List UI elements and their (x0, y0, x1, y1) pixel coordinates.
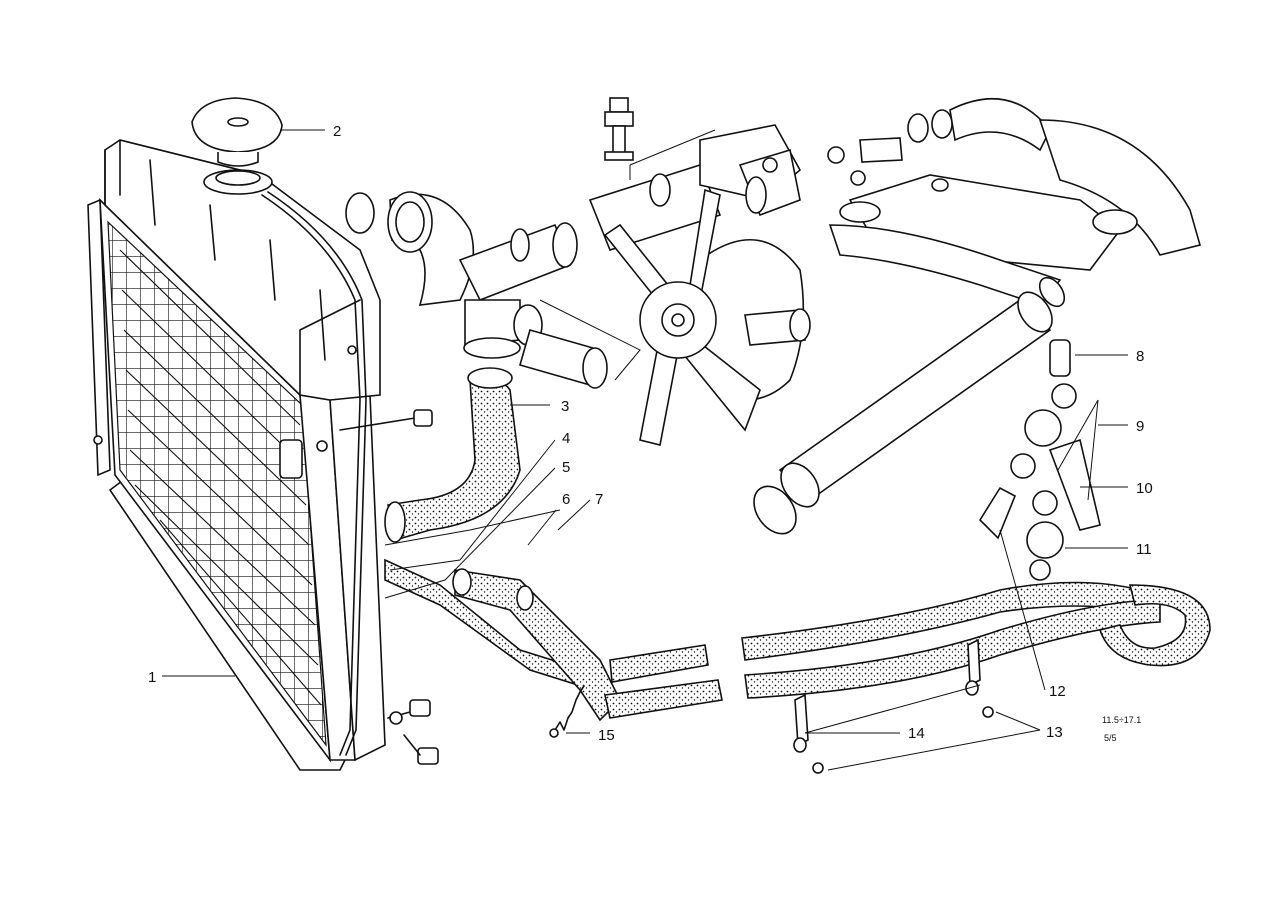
radiator-mounting-bolts (339, 409, 439, 765)
callout-3: 3 (561, 398, 569, 415)
radiator-cap (191, 97, 283, 167)
bypass-hose (753, 276, 1066, 535)
heater-valve-fittings (978, 339, 1101, 581)
callout-6: 6 (562, 491, 570, 508)
lower-radiator-hose (384, 367, 521, 543)
callout-labels: 1 2 3 4 5 6 7 8 9 10 11 12 13 14 15 (148, 123, 1153, 744)
callout-11: 11 (1136, 541, 1152, 558)
diagram-notes: 11.5÷17.1 5/5 (1102, 715, 1141, 743)
radiator (87, 139, 386, 771)
sheet-number-note: 5/5 (1104, 733, 1117, 743)
callout-9: 9 (1136, 418, 1144, 435)
thermostat-housing (629, 124, 802, 217)
heater-hoses (384, 558, 1211, 722)
spring (549, 685, 585, 738)
callout-13: 13 (1046, 724, 1063, 741)
temperature-sensor (604, 97, 634, 161)
leader-lines (162, 129, 1128, 771)
water-pump-and-fan (519, 164, 811, 446)
hose-clips (793, 638, 994, 774)
callout-7: 7 (595, 491, 603, 508)
callout-10: 10 (1136, 480, 1153, 497)
model-code-note: 11.5÷17.1 (1102, 715, 1141, 725)
callout-5: 5 (562, 459, 570, 476)
callout-14: 14 (908, 725, 925, 742)
callout-1: 1 (148, 669, 156, 686)
heater-pipes-and-manifold (827, 98, 1201, 306)
callout-12: 12 (1049, 683, 1066, 700)
callout-8: 8 (1136, 348, 1144, 365)
callout-15: 15 (598, 727, 615, 744)
upper-radiator-hose (345, 191, 578, 359)
callout-2: 2 (333, 123, 341, 140)
callout-4: 4 (562, 430, 570, 447)
